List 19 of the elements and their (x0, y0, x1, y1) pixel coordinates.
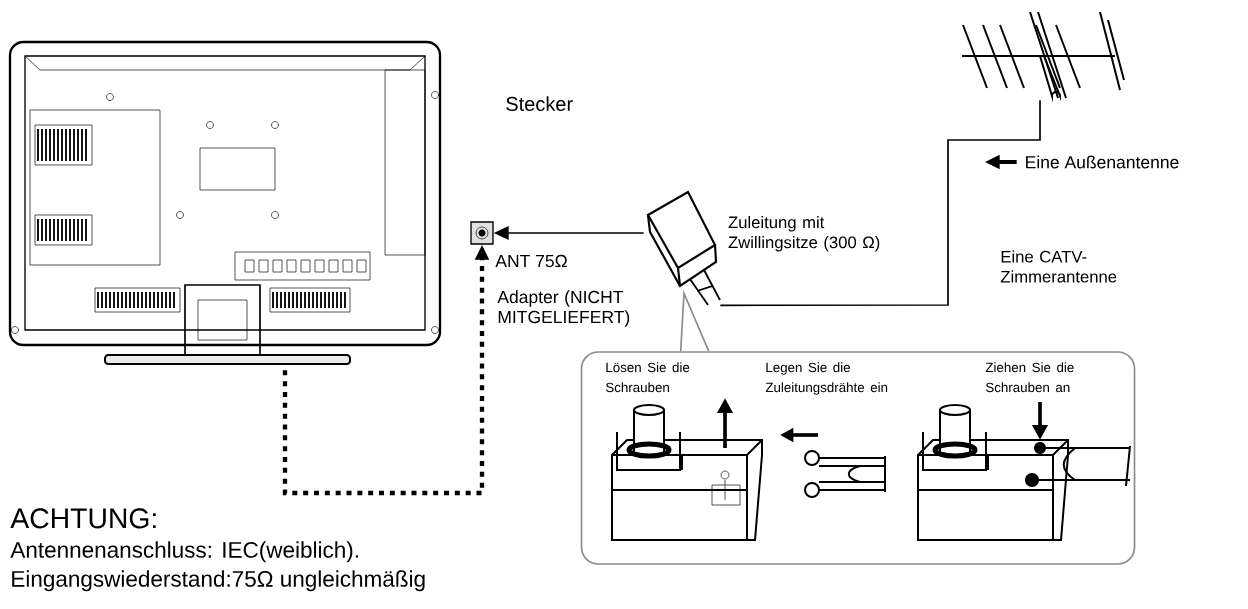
note-text: Eine CATV-Zimmerantenne (1000, 250, 1117, 283)
socket-icon (470, 221, 494, 245)
step-caption: Ziehen Sie die Schrauben an (985, 362, 1074, 393)
inset-panel (580, 351, 1136, 565)
antenna-drawing (961, 11, 1125, 99)
note-text: ACHTUNG: (10, 508, 156, 529)
note-text: Stecker (506, 96, 573, 111)
leader-line (679, 289, 710, 352)
tv-drawing (8, 40, 442, 365)
note-text: Eingangswiederstand:75Ω ungleichmäßig (12, 570, 425, 592)
step-caption: Lösen Sie die Schrauben (605, 362, 690, 393)
socket-label: ANT 75Ω (495, 254, 567, 268)
plug-drawing (646, 190, 721, 306)
edge-label: Zuleitung mit Zwillingsitze (300 Ω) (728, 216, 880, 252)
callout-text: Eine Außenantenne (1026, 155, 1179, 169)
note-text: Antennenanschluss: IEC(weiblich). (10, 541, 358, 563)
note-text: Adapter (NICHT MITGELIEFERT) (497, 290, 630, 327)
cable (719, 99, 1041, 307)
step-caption: Legen Sie die Zuleitungsdrähte ein (765, 362, 888, 395)
